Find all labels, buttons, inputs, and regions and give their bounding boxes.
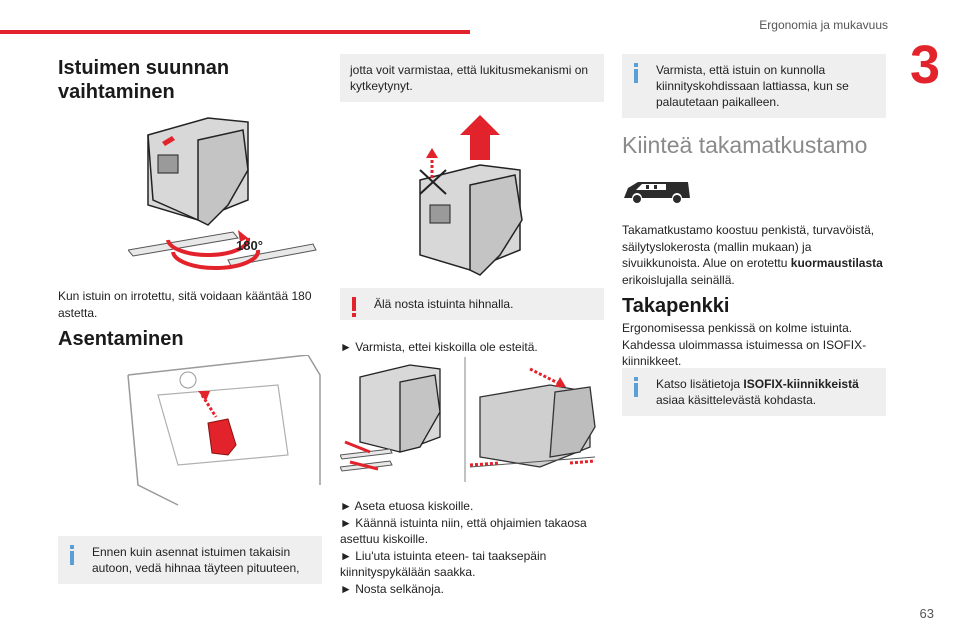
step-item: ► Liu'uta istuinta eteen- tai taaksepäin…: [340, 548, 547, 580]
warning-text: Älä nosta istuinta hihnalla.: [374, 297, 514, 311]
van-icon: [624, 182, 690, 203]
install-steps: ► Aseta etuosa kiskoille. ► Käännä istui…: [340, 498, 602, 597]
rotation-label: 180°: [236, 238, 263, 253]
note-pull-strap: Ennen kuin asennat istuimen takaisin aut…: [58, 536, 322, 584]
note-check-anchors: Varmista, että istuin on kunnolla kiinni…: [622, 54, 886, 118]
heading-rear-cabin: Kiinteä takamatkustamo: [622, 132, 868, 158]
chapter-number: 3: [909, 35, 940, 95]
warning-do-not-lift: Älä nosta istuinta hihnalla.: [340, 288, 604, 320]
seat-rotation-illustration: 180°: [128, 117, 317, 271]
warning-icon: [352, 297, 356, 317]
step-check-rails: ► Varmista, ettei kiskoilla ole esteitä.: [340, 340, 538, 354]
info-icon: [70, 545, 74, 565]
section-title: Ergonomia ja mukavuus: [759, 18, 888, 32]
seat-rails-illustration: [340, 357, 596, 482]
info-icon: [634, 63, 638, 83]
heading-rear-bench: Takapenkki: [622, 295, 730, 317]
rear-bench-text: Ergonomisessa penkissä on kolme istuinta…: [622, 321, 867, 368]
page-number: 63: [919, 606, 934, 621]
rotation-text: Kun istuin on irrotettu, sitä voidaan kä…: [58, 289, 312, 320]
heading-installation: Asentaminen: [58, 328, 184, 350]
step-item: ► Käännä istuinta niin, että ohjaimien t…: [340, 515, 587, 547]
rear-cabin-text: Takamatkustamo koostuu penkistä, turvavö…: [622, 223, 883, 287]
note-continuation: jotta voit varmistaa, että lukitusmekani…: [340, 54, 604, 102]
info-icon: [634, 377, 638, 397]
step-item: ► Aseta etuosa kiskoille.: [340, 499, 474, 513]
note-isofix: Katso lisätietoja ISOFIX-kiinnikkeistä a…: [622, 368, 886, 416]
heading-seat-direction: Istuimen suunnan vaihtaminen: [58, 57, 230, 103]
seat-lift-illustration: [419, 115, 523, 276]
note-text: Ennen kuin asennat istuimen takaisin aut…: [92, 545, 300, 575]
note-text: Varmista, että istuin on kunnolla kiinni…: [656, 63, 849, 109]
note-text: jotta voit varmistaa, että lukitusmekani…: [350, 63, 589, 93]
header-accent-bar: [0, 30, 470, 34]
seat-installation-illustration: [127, 355, 321, 506]
step-item: ► Nosta selkänoja.: [340, 581, 444, 596]
